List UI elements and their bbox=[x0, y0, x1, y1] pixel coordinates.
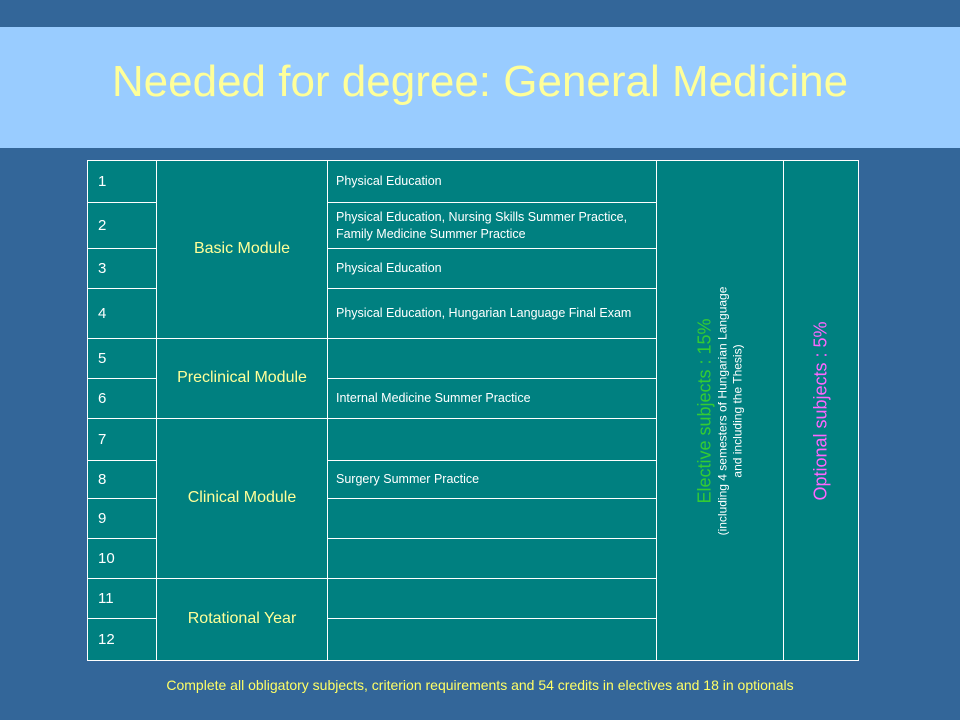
semester-number: 3 bbox=[87, 248, 157, 289]
subject-cell bbox=[327, 418, 657, 461]
semester-number: 9 bbox=[87, 498, 157, 539]
page-title: Needed for degree: General Medicine bbox=[111, 57, 849, 106]
semester-number: 1 bbox=[87, 160, 157, 203]
module-basic: Basic Module bbox=[156, 160, 328, 339]
module-preclinical: Preclinical Module bbox=[156, 338, 328, 419]
module-clinical: Clinical Module bbox=[156, 418, 328, 579]
semester-number: 10 bbox=[87, 538, 157, 579]
subject-cell: Surgery Summer Practice bbox=[327, 460, 657, 499]
table-row: 1 Basic Module Physical Education Electi… bbox=[87, 160, 859, 661]
table-row: 6 Internal Medicine Summer Practice bbox=[87, 378, 859, 419]
subject-cell bbox=[327, 618, 657, 661]
footer-note: Complete all obligatory subjects, criter… bbox=[166, 677, 794, 693]
subject-cell bbox=[327, 338, 657, 379]
elective-label: Elective subjects : 15% (including 4 sem… bbox=[695, 286, 746, 535]
semester-number: 6 bbox=[87, 378, 157, 419]
subject-cell: Physical Education bbox=[327, 160, 657, 203]
elective-column: Elective subjects : 15% (including 4 sem… bbox=[656, 160, 784, 661]
elective-note-1: (including 4 semesters of Hungarian Lang… bbox=[715, 286, 730, 535]
table-row: 11 Rotational Year bbox=[87, 578, 859, 661]
optional-column: Optional subjects : 5% bbox=[783, 160, 859, 661]
title-band bbox=[0, 27, 960, 148]
semester-number: 7 bbox=[87, 418, 157, 461]
subject-cell: Physical Education bbox=[327, 248, 657, 289]
semester-number: 11 bbox=[87, 578, 157, 619]
semester-number: 12 bbox=[87, 618, 157, 661]
subject-cell: Internal Medicine Summer Practice bbox=[327, 378, 657, 419]
table-row: 10 bbox=[87, 538, 859, 579]
elective-main: Elective subjects : 15% bbox=[694, 317, 715, 504]
table-row: 4 Physical Education, Hungarian Language… bbox=[87, 288, 859, 339]
subject-cell bbox=[327, 578, 657, 619]
module-rotational: Rotational Year bbox=[156, 578, 328, 661]
table-row: 12 bbox=[87, 618, 859, 661]
semester-number: 5 bbox=[87, 338, 157, 379]
subject-cell: Physical Education, Nursing Skills Summe… bbox=[327, 202, 657, 249]
semester-number: 4 bbox=[87, 288, 157, 339]
curriculum-table: 1 Basic Module Physical Education Electi… bbox=[87, 160, 859, 661]
optional-label: Optional subjects : 5% bbox=[810, 320, 831, 501]
semester-number: 8 bbox=[87, 460, 157, 499]
table-row: 2 Physical Education, Nursing Skills Sum… bbox=[87, 202, 859, 249]
subject-cell bbox=[327, 498, 657, 539]
table-row: 5 Preclinical Module bbox=[87, 338, 859, 419]
table-row: 7 Clinical Module bbox=[87, 418, 859, 579]
subject-cell: Physical Education, Hungarian Language F… bbox=[327, 288, 657, 339]
subject-cell bbox=[327, 538, 657, 579]
table-row: 3 Physical Education bbox=[87, 248, 859, 289]
elective-note-2: and including the Thesis) bbox=[730, 343, 745, 478]
semester-number: 2 bbox=[87, 202, 157, 249]
